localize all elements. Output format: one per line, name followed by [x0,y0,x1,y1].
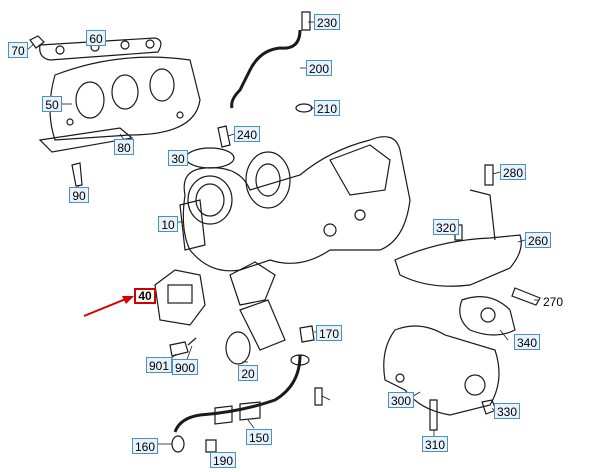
bolt-310 [429,399,438,431]
oil-return-pipe-150 [173,354,302,433]
callout-70[interactable]: 70 [8,42,28,58]
callout-240[interactable]: 240 [234,126,260,142]
callout-330[interactable]: 330 [494,403,520,419]
sensor-270 [511,287,541,306]
seal-160 [171,435,185,453]
callout-320[interactable]: 320 [433,219,459,235]
callout-160[interactable]: 160 [132,438,158,454]
bolt-90 [71,162,83,187]
callout-90[interactable]: 90 [69,187,89,203]
seal-ring-30 [185,147,235,169]
clip-901 [169,341,189,357]
callout-300[interactable]: 300 [388,392,414,408]
bolt-70 [29,35,45,49]
callout-900[interactable]: 900 [172,359,198,375]
callout-190[interactable]: 190 [210,452,236,468]
callout-50[interactable]: 50 [42,96,62,112]
plate-80 [38,127,134,153]
clip-900 [187,337,197,346]
callout-310[interactable]: 310 [422,436,448,452]
callout-230[interactable]: 230 [314,14,340,30]
bolt-230 [301,11,311,31]
callout-260[interactable]: 260 [525,232,551,248]
bracket-340 [459,296,516,336]
callout-210[interactable]: 210 [314,100,340,116]
bolt-320 [454,224,463,241]
callout-80[interactable]: 80 [114,139,134,155]
seal-ring-20 [225,331,251,365]
oil-pipe-200 [230,29,302,109]
callout-170[interactable]: 170 [316,325,342,341]
heat-shield-260 [394,234,522,287]
callout-10[interactable]: 10 [158,216,178,232]
bolt-240 [217,125,231,148]
callout-270[interactable]: 270 [543,295,564,309]
callout-30[interactable]: 30 [168,150,188,166]
callout-40-highlighted[interactable]: 40 [134,288,156,304]
callout-150[interactable]: 150 [246,429,272,445]
highlight-arrow [83,296,134,317]
callout-340[interactable]: 340 [514,334,540,350]
callout-200[interactable]: 200 [306,60,332,76]
flange-10 [179,199,206,251]
callout-901[interactable]: 901 [146,357,172,373]
callout-20[interactable]: 20 [238,365,258,381]
support-bracket-300 [383,325,500,416]
manifold-gasket-50 [49,56,201,141]
turbocharger-body [182,136,411,272]
bolt-280 [484,164,494,186]
bolt-190 [205,439,217,453]
gasket-60 [39,37,162,61]
callout-280[interactable]: 280 [500,164,526,180]
washer-210 [295,103,313,113]
actuator-40 [154,269,206,326]
bolt-170 [299,325,315,343]
callout-60[interactable]: 60 [86,30,106,46]
bolt-310-area [314,387,323,406]
